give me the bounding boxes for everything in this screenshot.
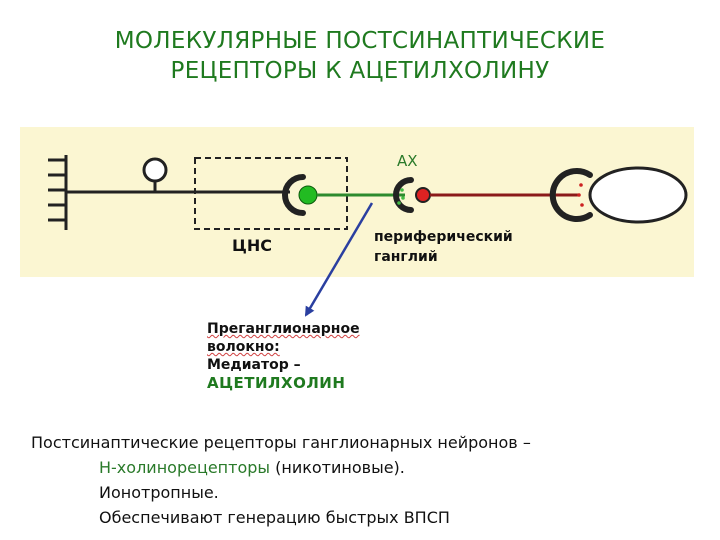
ganglion-synapse-icon [393,177,431,213]
description-line-1: Постсинаптические рецепторы ганглионарны… [31,433,531,452]
effector-organ-icon [549,166,688,224]
mediator-name: АЦЕТИЛХОЛИН [207,374,346,392]
receptor-ending-icon [48,155,68,230]
receptor-type: (никотиновые). [270,458,405,477]
diagram-panel [20,127,694,277]
page-title-line-1: МОЛЕКУЛЯРНЫЕ ПОСТСИНАПТИЧЕСКИЕ [114,28,606,54]
preganglionic-caption-line-1: Преганглионарное [207,321,360,337]
cns-label: ЦНС [232,236,272,255]
peripheral-ganglion-label-line-2: ганглий [374,249,438,265]
page-title-line-2: РЕЦЕПТОРЫ К АЦЕТИЛХОЛИНУ [170,58,550,84]
description-line-4: Обеспечивают генерацию быстрых ВПСП [99,508,450,527]
page-title: МОЛЕКУЛЯРНЫЕ ПОСТСИНАПТИЧЕСКИЕ РЕЦЕПТОРЫ… [0,26,720,86]
preganglionic-pointer-arrow [304,202,374,317]
preganglionic-caption-line-2: волокно: [207,339,280,355]
cns-synapse-icon [282,174,318,216]
preganglionic-caption: Преганглионарное волокно: Медиатор – АЦЕ… [207,320,360,392]
description-line-2: Н-холинорецепторы (никотиновые). [31,455,531,480]
preganglionic-caption-line-3: Медиатор – [207,357,301,373]
spinal-ganglion-cell-icon [142,157,168,192]
peripheral-ganglion-label-line-1: периферический [374,229,513,245]
acetylcholine-label: АХ [397,152,418,170]
description-text: Постсинаптические рецепторы ганглионарны… [31,430,531,530]
receptor-name: Н-холинорецепторы [99,458,271,477]
cns-boundary [194,157,348,230]
description-line-3: Ионотропные. [99,483,219,502]
peripheral-ganglion-label: периферический ганглий [374,227,513,267]
